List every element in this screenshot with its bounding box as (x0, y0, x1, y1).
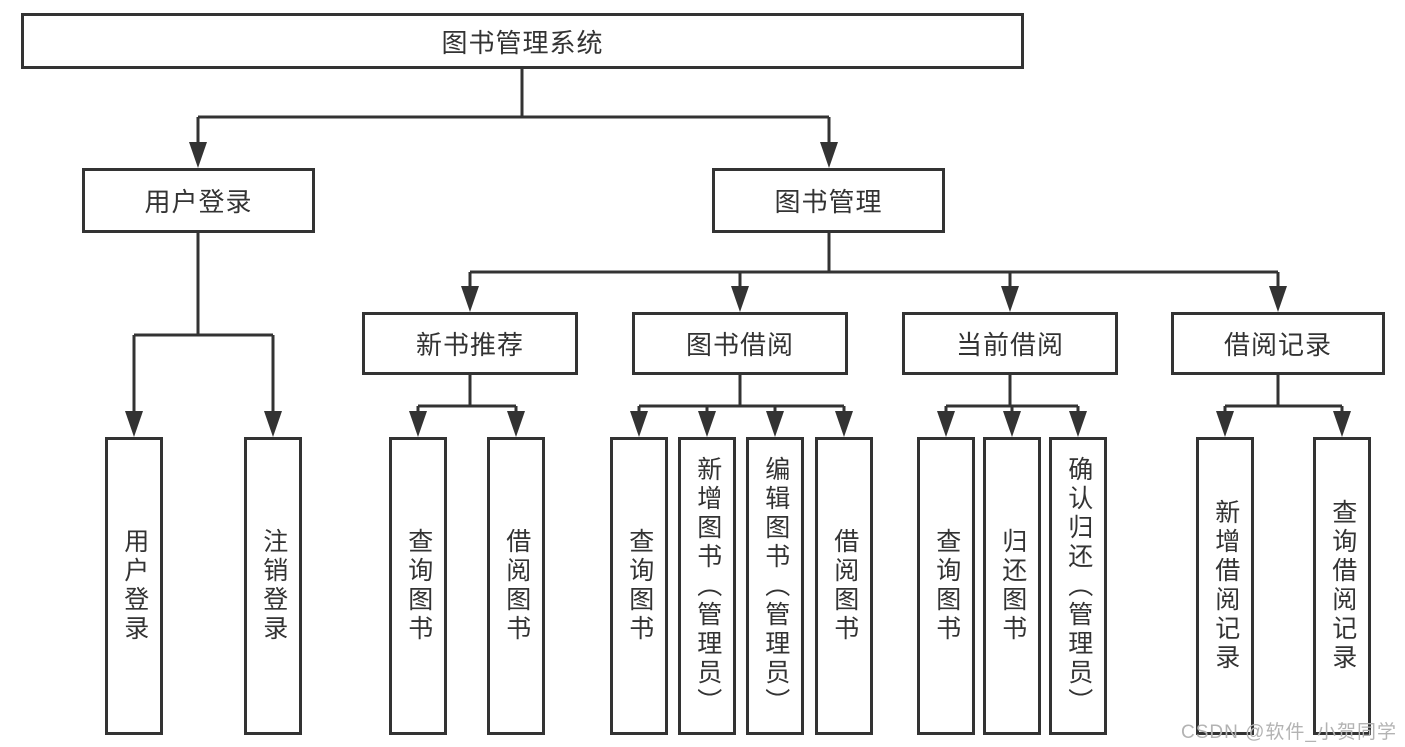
leaf-query-book-1: 查询图书 (389, 437, 447, 735)
node-new-book-recommendation: 新书推荐 (362, 312, 578, 375)
leaf-borrow-book-2: 借阅图书 (815, 437, 873, 735)
node-library-management-system-label: 图书管理系统 (441, 27, 604, 58)
node-borrowing-records-label: 借阅记录 (1223, 330, 1332, 360)
node-book-borrowing-label: 图书借阅 (685, 330, 794, 360)
node-user-login-label: 用户登录 (144, 187, 253, 217)
node-current-borrowing-label: 当前借阅 (955, 330, 1064, 360)
leaf-query-borrow-record-label: 查询借阅记录 (1328, 499, 1357, 673)
node-borrowing-records: 借阅记录 (1171, 312, 1385, 375)
leaf-user-login-label: 用户登录 (120, 528, 149, 644)
node-book-management: 图书管理 (712, 168, 945, 233)
node-book-borrowing: 图书借阅 (632, 312, 848, 375)
leaf-query-book-2: 查询图书 (610, 437, 668, 735)
leaf-query-book-2-label: 查询图书 (625, 528, 654, 644)
leaf-add-borrow-record-label: 新增借阅记录 (1211, 499, 1240, 673)
leaf-return-book-label: 归还图书 (998, 528, 1027, 644)
leaf-confirm-return-admin-label: 确认归还（管理员） (1064, 455, 1093, 717)
leaf-confirm-return-admin: 确认归还（管理员） (1049, 437, 1107, 735)
leaf-add-book-admin-label: 新增图书（管理员） (693, 455, 722, 717)
leaf-edit-book-admin-label: 编辑图书（管理员） (761, 455, 790, 717)
leaf-return-book: 归还图书 (983, 437, 1041, 735)
node-new-book-recommendation-label: 新书推荐 (415, 330, 524, 360)
leaf-logout-label: 注销登录 (259, 528, 288, 644)
leaf-add-borrow-record: 新增借阅记录 (1196, 437, 1254, 735)
leaf-query-book-3-label: 查询图书 (932, 528, 961, 644)
node-book-management-label: 图书管理 (774, 187, 883, 217)
leaf-borrow-book-1-label: 借阅图书 (502, 528, 531, 644)
node-user-login: 用户登录 (82, 168, 315, 233)
csdn-watermark: CSDN @软件_小贺同学 (1181, 722, 1397, 743)
node-library-management-system: 图书管理系统 (21, 13, 1024, 69)
leaf-add-book-admin: 新增图书（管理员） (678, 437, 736, 735)
leaf-edit-book-admin: 编辑图书（管理员） (746, 437, 804, 735)
leaf-query-borrow-record: 查询借阅记录 (1313, 437, 1371, 735)
node-current-borrowing: 当前借阅 (902, 312, 1118, 375)
leaf-borrow-book-1: 借阅图书 (487, 437, 545, 735)
leaf-borrow-book-2-label: 借阅图书 (830, 528, 859, 644)
leaf-logout: 注销登录 (244, 437, 302, 735)
leaf-query-book-1-label: 查询图书 (404, 528, 433, 644)
leaf-query-book-3: 查询图书 (917, 437, 975, 735)
leaf-user-login: 用户登录 (105, 437, 163, 735)
